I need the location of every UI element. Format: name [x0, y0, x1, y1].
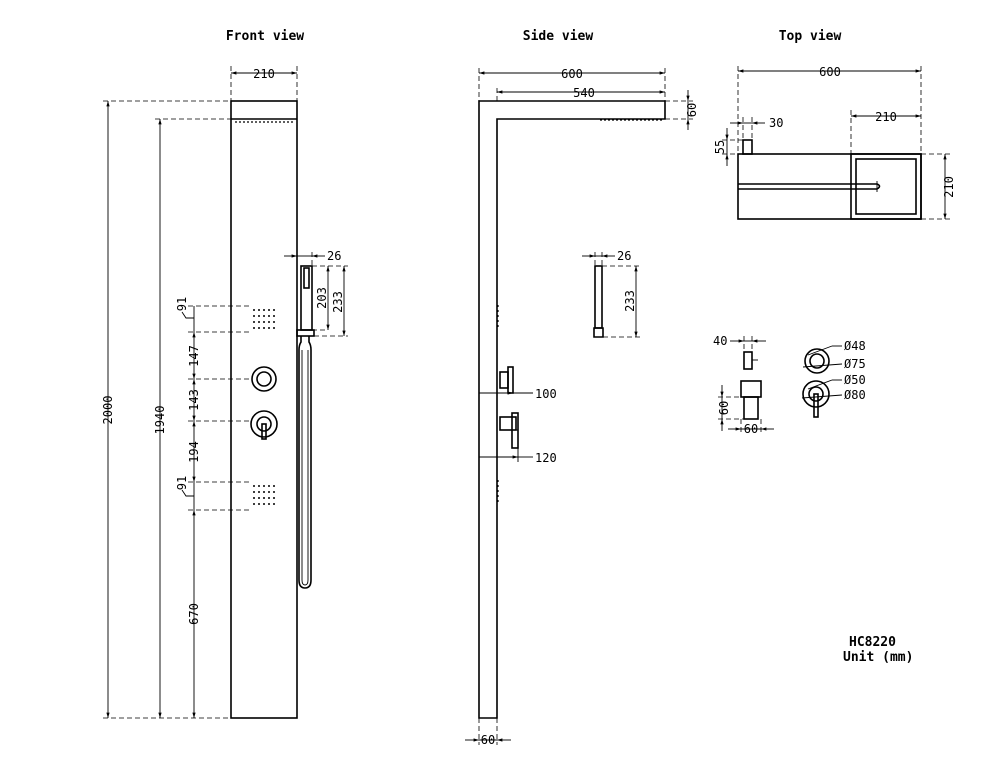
front-width-label: 210 [253, 67, 275, 81]
diverter-knob [251, 366, 277, 392]
lever-inner-diameter-label: Ø50 [844, 373, 866, 387]
side-head-length-label: 540 [573, 86, 595, 100]
knob-depth-label: 40 [713, 334, 727, 348]
top-view-title: Top view [779, 29, 842, 44]
control-details: 40 60 60 Ø48 Ø75 Ø50 [713, 334, 866, 436]
top-depth-label: 210 [942, 176, 956, 198]
front-jet-height-1-label: 91 [175, 297, 189, 311]
knob-inner-diameter-label: Ø48 [844, 339, 866, 353]
front-head-height-label: 1940 [153, 406, 167, 435]
top-view: 600 210 30 55 210 [713, 65, 956, 220]
side-length-label: 600 [561, 67, 583, 81]
side-handshower [593, 265, 604, 338]
front-gap-1-label: 147 [187, 345, 201, 367]
top-arm-height-label: 55 [713, 140, 727, 154]
top-length-label: 600 [819, 65, 841, 79]
lever-outer-diameter-label: Ø80 [844, 388, 866, 402]
front-handshower-width-label: 26 [327, 249, 341, 263]
knob-detail [804, 348, 830, 374]
lever-detail [802, 380, 830, 418]
side-head-thickness-label: 60 [685, 103, 699, 117]
side-knob-depth-label: 100 [535, 387, 557, 401]
unit-label: Unit (mm) [843, 650, 913, 665]
body-jet-lower [253, 485, 275, 505]
side-column-depth-label: 60 [481, 733, 495, 747]
front-gap-2-label: 143 [187, 389, 201, 411]
front-jet-height-2-label: 91 [175, 476, 189, 490]
front-handshower-233-label: 233 [331, 291, 345, 313]
top-arm-width-label: 30 [769, 116, 783, 130]
front-handshower-203-label: 203 [315, 287, 329, 309]
front-view: 210 2000 1940 91 147 143 194 91 670 26 [101, 66, 348, 719]
side-handshower-length-label: 233 [623, 290, 637, 312]
side-view-title: Side view [523, 29, 594, 44]
front-total-height-label: 2000 [101, 396, 115, 425]
lever-depth-label: 60 [744, 422, 758, 436]
top-head-width-label: 210 [875, 110, 897, 124]
model-number: HC8220 [849, 635, 896, 650]
front-view-title: Front view [226, 29, 304, 44]
mixer-lever [250, 410, 278, 440]
front-handshower [296, 265, 315, 589]
lever-height-label: 60 [717, 401, 731, 415]
front-panel [230, 100, 298, 719]
side-view: 600 540 60 100 120 60 [465, 67, 699, 747]
front-bottom-label: 670 [187, 603, 201, 625]
knob-outer-diameter-label: Ø75 [844, 357, 866, 371]
side-handshower-width-label: 26 [617, 249, 631, 263]
body-jet-upper [253, 309, 275, 329]
front-gap-3-label: 194 [187, 441, 201, 463]
side-lever-depth-label: 120 [535, 451, 557, 465]
